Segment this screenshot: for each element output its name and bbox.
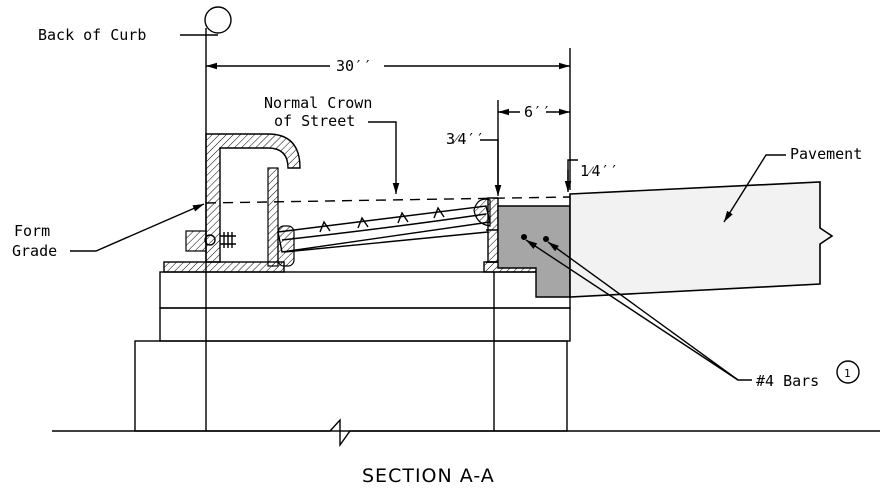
base-structure bbox=[52, 271, 880, 448]
pavement-slab bbox=[569, 181, 834, 298]
pavement-label: Pavement bbox=[790, 145, 862, 163]
bolt-icon bbox=[220, 232, 236, 248]
note-number: 1 bbox=[844, 367, 851, 380]
width-dimension: 30′′ bbox=[336, 57, 372, 75]
one-quarter-dimension: 1⁄4′′ bbox=[580, 162, 619, 180]
bolt-plate bbox=[185, 230, 207, 252]
curb-form-left bbox=[163, 133, 301, 273]
rebar bbox=[543, 236, 549, 242]
crown-label-line2: of Street bbox=[274, 112, 355, 130]
note-circle bbox=[836, 360, 860, 384]
crown-template bbox=[277, 205, 491, 267]
form-grade-label-line1: Form bbox=[14, 222, 50, 240]
ground-line bbox=[52, 418, 880, 448]
offset-dimension: 6′′ bbox=[524, 103, 551, 121]
bars-label: #4 Bars bbox=[756, 372, 819, 390]
section-title: SECTION A-A bbox=[362, 465, 495, 487]
centerline-symbol bbox=[204, 6, 232, 34]
three-quarter-dimension: 3⁄4′′ bbox=[446, 130, 485, 148]
rebar bbox=[521, 234, 527, 240]
concrete-edge bbox=[497, 205, 571, 298]
crown-line bbox=[205, 196, 571, 204]
form-grade-label-line2: Grade bbox=[12, 242, 57, 260]
back-of-curb-label: Back of Curb bbox=[38, 26, 146, 44]
crown-label-line1: Normal Crown bbox=[264, 94, 372, 112]
